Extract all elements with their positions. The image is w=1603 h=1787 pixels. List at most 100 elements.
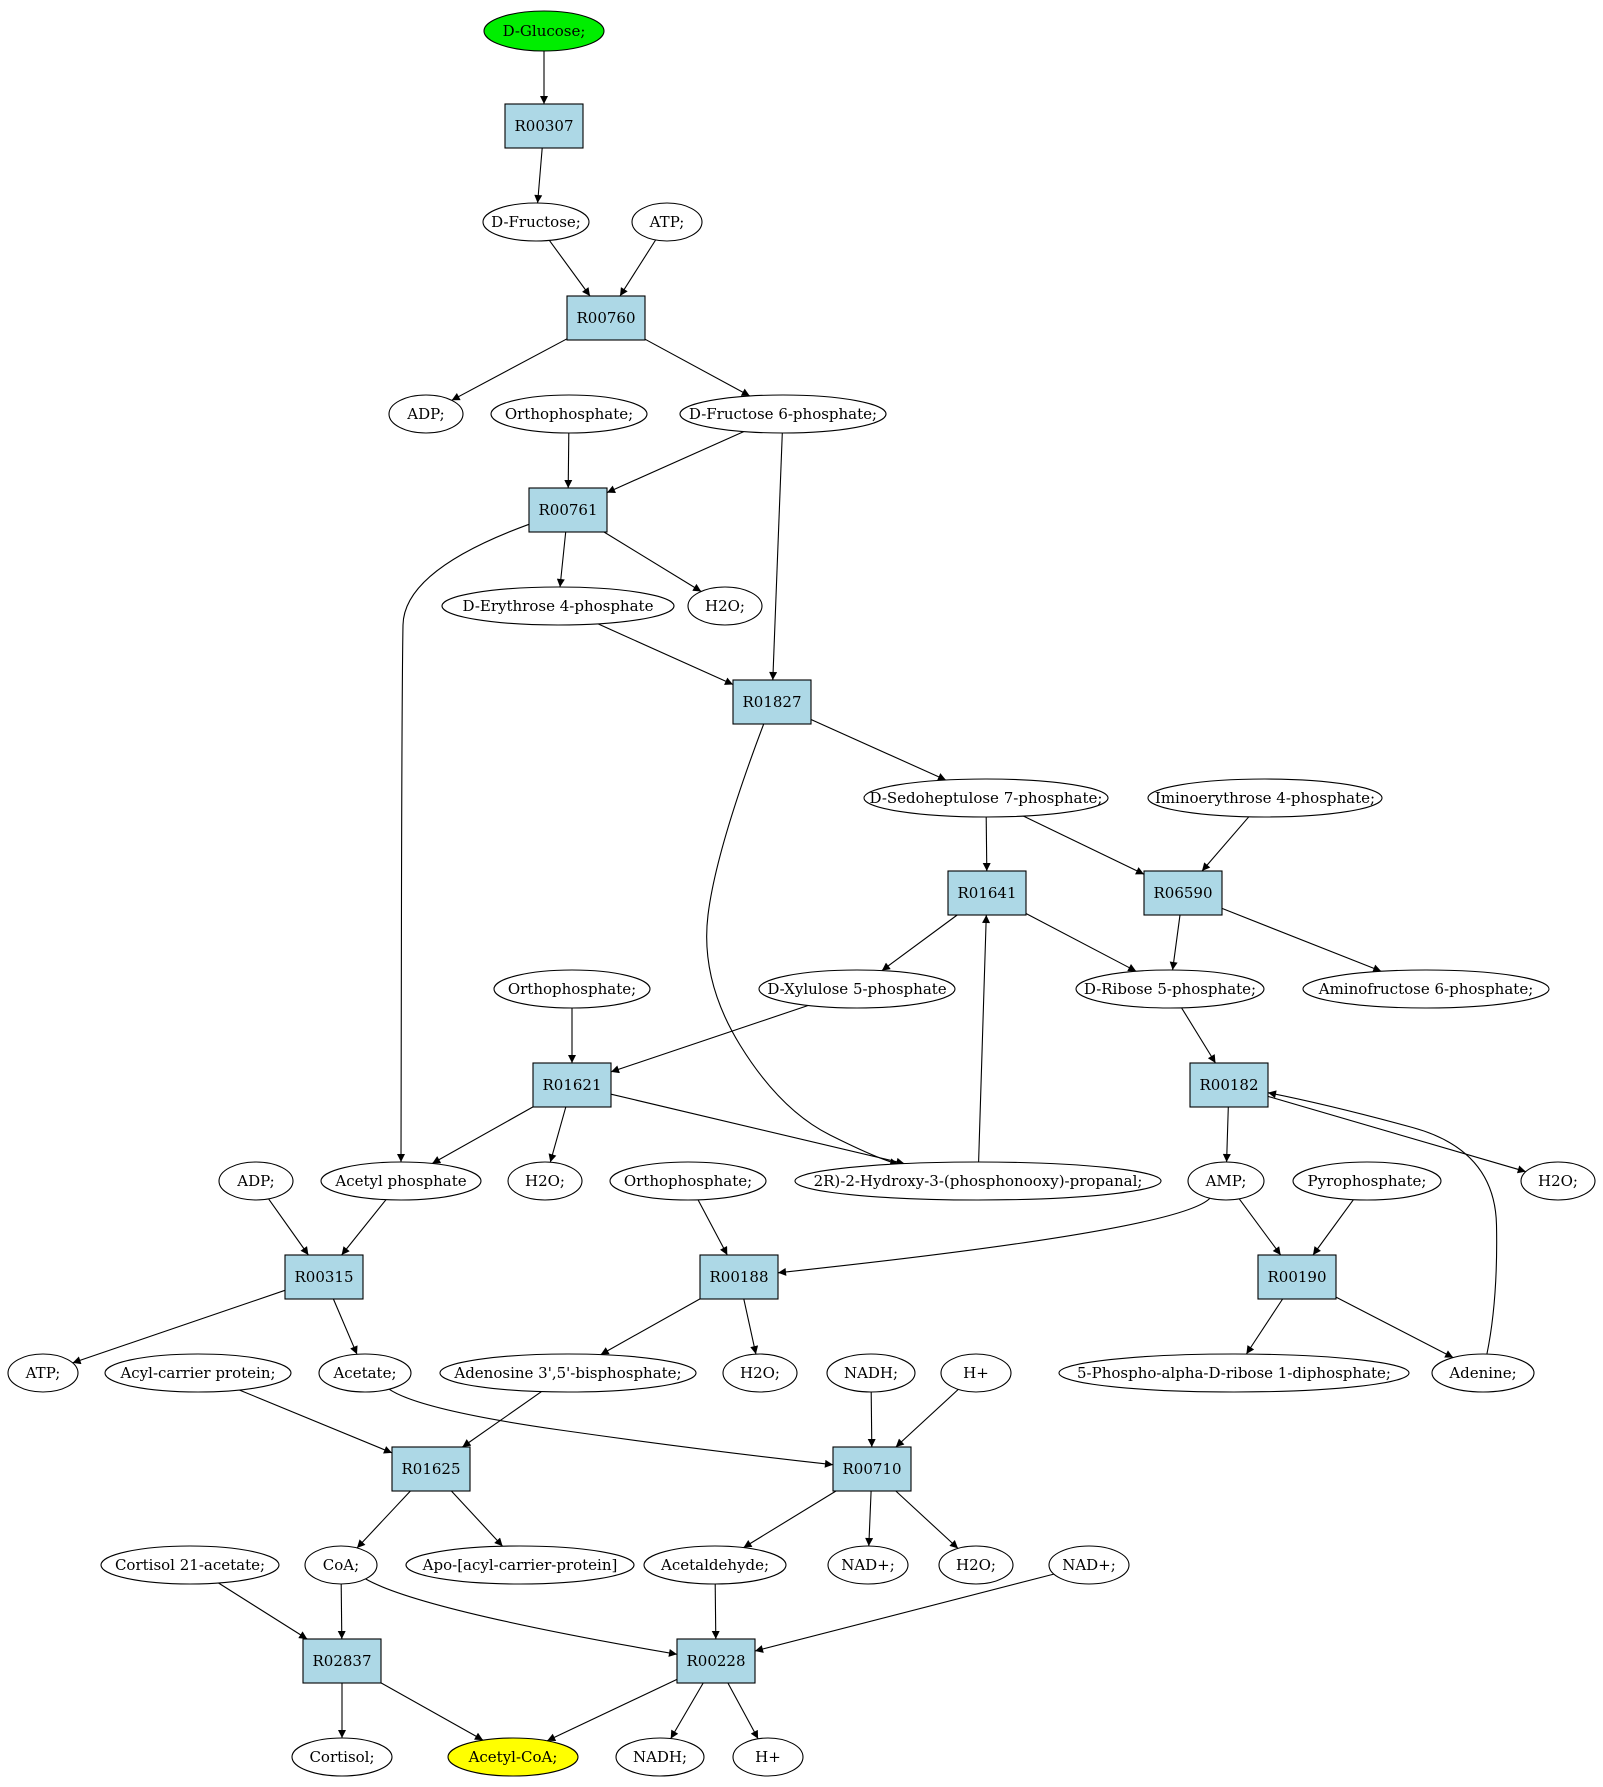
compound-ellipse: [1292, 1161, 1442, 1201]
node-label: H2O;: [956, 1556, 996, 1574]
compound-ellipse: [940, 1353, 1012, 1393]
node-label: ATP;: [25, 1364, 61, 1382]
node-label: H2O;: [525, 1172, 565, 1190]
edge-r-r00182-to-c-amp: [1222, 1106, 1231, 1163]
edge-c-f6p-to-r-r00761: [606, 431, 744, 494]
node-label: R02837: [312, 1652, 371, 1670]
compound-ellipse: [1187, 1161, 1265, 1201]
edge-c-adp2-to-r-r00315: [268, 1198, 309, 1256]
node-label: R00761: [538, 501, 597, 519]
edge-c-acetate-to-r-r00710: [388, 1388, 834, 1468]
edge-r-r00710-to-c-h2o5: [895, 1490, 959, 1549]
node-label: NADH;: [633, 1748, 687, 1766]
compound-ellipse: [732, 1737, 804, 1777]
edge-r-r02837-to-c-acetylcoa: [380, 1682, 484, 1741]
node-label: R01641: [957, 884, 1016, 902]
compound-node-c-ortho2: Orthophosphate;: [493, 969, 651, 1009]
compound-node-c-atp2: ATP;: [7, 1353, 79, 1393]
node-label: Acetate;: [332, 1364, 396, 1382]
compound-ellipse: [615, 1737, 705, 1777]
edge-c-acylcarrier-to-r-r01625: [239, 1389, 393, 1454]
node-label: Adenosine 3',5'-bisphosphate;: [453, 1364, 681, 1382]
node-label: ADP;: [406, 405, 444, 423]
node-label: R01621: [542, 1076, 601, 1094]
compound-ellipse: [388, 394, 464, 434]
compound-ellipse: [1302, 969, 1550, 1009]
compound-ellipse: [483, 10, 605, 52]
compound-node-c-e4p: D-Erythrose 4-phosphate: [441, 586, 675, 626]
node-label: R01827: [742, 693, 801, 711]
reaction-box: [699, 1254, 779, 1300]
compound-node-c-nadplus2: NAD+;: [1048, 1545, 1130, 1585]
edge-r-r00228-to-c-acetylcoa: [546, 1678, 678, 1742]
node-label: 2R)-2-Hydroxy-3-(phosphonooxy)-propanal;: [814, 1172, 1143, 1190]
compound-node-c-adp2: ADP;: [218, 1161, 294, 1201]
reaction-box: [947, 870, 1027, 916]
compound-ellipse: [679, 394, 887, 434]
reaction-box: [1257, 1254, 1337, 1300]
edge-r-r00188-to-c-h2o4: [743, 1298, 759, 1355]
compound-node-c-amp: AMP;: [1187, 1161, 1265, 1201]
compound-node-c-hplus2: H+: [732, 1737, 804, 1777]
node-label: Orthophosphate;: [508, 980, 636, 998]
node-label: R00182: [1199, 1076, 1258, 1094]
reaction-box: [391, 1446, 471, 1492]
edge-r-r00761-to-c-h2o1: [603, 531, 702, 592]
edge-r-r00315-to-c-atp2: [72, 1289, 286, 1365]
compound-ellipse: [439, 1353, 697, 1393]
edge-r-r00307-to-c-fructose: [534, 147, 543, 204]
edge-r-r01625-to-c-apoacp: [450, 1490, 504, 1547]
compound-node-c-x5p: D-Xylulose 5-phosphate: [758, 969, 956, 1009]
edge-c-acetald-to-r-r00228: [711, 1583, 720, 1640]
compound-ellipse: [447, 1737, 579, 1777]
compound-node-c-fructose: D-Fructose;: [482, 202, 590, 242]
reaction-box: [1143, 870, 1223, 916]
compound-node-c-r5p: D-Ribose 5-phosphate;: [1075, 969, 1265, 1009]
edge-r-r00228-to-c-nadh2: [670, 1682, 704, 1739]
node-label: NAD+;: [1062, 1556, 1116, 1574]
compound-ellipse: [320, 1161, 482, 1201]
edge-r-r06590-to-c-aminof6p: [1221, 907, 1382, 973]
edge-r-r01641-to-c-r5p: [1025, 913, 1137, 972]
compound-node-c-pap: Adenosine 3',5'-bisphosphate;: [439, 1353, 697, 1393]
reaction-box: [302, 1638, 382, 1684]
node-label: Cortisol 21-acetate;: [115, 1556, 265, 1574]
edge-r-r00761-to-c-acp: [397, 523, 530, 1163]
compound-ellipse: [758, 969, 956, 1009]
compound-ellipse: [794, 1161, 1162, 1201]
compound-node-c-nadh2: NADH;: [615, 1737, 705, 1777]
node-label: H+: [963, 1364, 989, 1382]
compound-ellipse: [104, 1353, 292, 1393]
edge-c-atp1-to-r-r00760: [619, 239, 657, 297]
compound-node-c-glucose: D-Glucose;: [483, 10, 605, 52]
compound-node-c-adenine: Adenine;: [1431, 1353, 1535, 1393]
reaction-node-r-r02837: R02837: [302, 1638, 382, 1684]
compound-node-c-g3p: 2R)-2-Hydroxy-3-(phosphonooxy)-propanal;: [794, 1161, 1162, 1201]
node-label: Acetaldehyde;: [660, 1556, 769, 1574]
edge-c-coa-to-r-r00228: [365, 1578, 678, 1657]
edge-r-r01621-to-c-h2o2: [548, 1106, 567, 1163]
compound-node-c-h2o2: H2O;: [507, 1161, 583, 1201]
compound-ellipse: [631, 202, 703, 242]
node-label: Pyrophosphate;: [1308, 1172, 1427, 1190]
compound-ellipse: [490, 394, 648, 434]
node-label: 5-Phospho-alpha-D-ribose 1-diphosphate;: [1077, 1364, 1391, 1382]
compound-node-c-ortho3: Orthophosphate;: [609, 1161, 767, 1201]
reaction-box: [504, 103, 584, 149]
edge-r-r01827-to-c-s7p: [810, 718, 947, 781]
compound-ellipse: [405, 1545, 635, 1585]
reaction-box: [1189, 1062, 1269, 1108]
node-label: D-Glucose;: [503, 22, 586, 40]
edge-r-r00760-to-c-adp1: [451, 338, 568, 401]
node-label: R00190: [1267, 1268, 1326, 1286]
edge-r-r00188-to-c-pap: [600, 1298, 701, 1356]
reaction-box: [532, 1062, 612, 1108]
compound-ellipse: [100, 1545, 280, 1585]
edge-c-imino-to-r-r06590: [1201, 816, 1250, 872]
compound-node-c-ortho1: Orthophosphate;: [490, 394, 648, 434]
node-label: NADH;: [844, 1364, 898, 1382]
edge-r-r00761-to-c-e4p: [556, 531, 567, 588]
compound-node-c-atp1: ATP;: [631, 202, 703, 242]
edge-c-s7p-to-r-r01641: [982, 816, 991, 872]
